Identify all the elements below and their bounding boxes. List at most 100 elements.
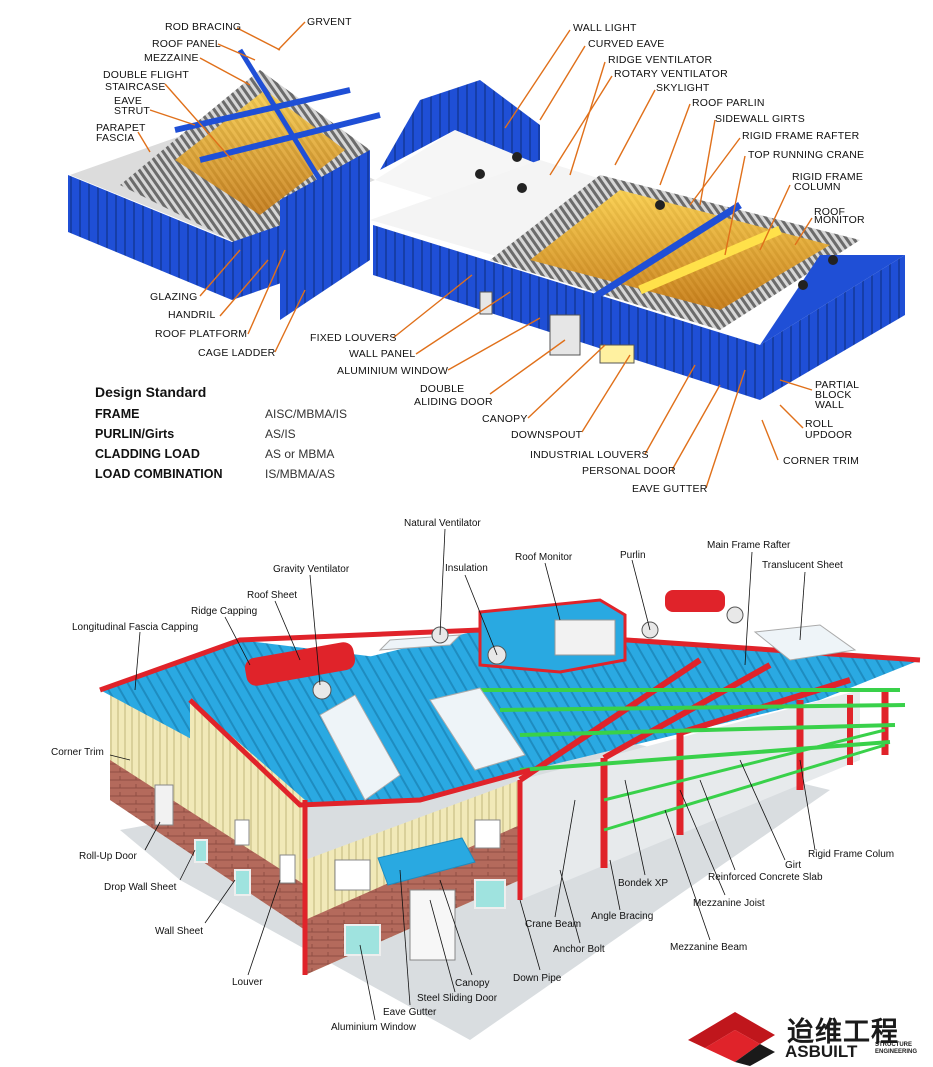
left-side-wall bbox=[232, 222, 290, 300]
window-2 bbox=[474, 879, 506, 909]
fascia-capping-trim bbox=[99, 627, 921, 693]
asbuilt-logo-mark bbox=[688, 1012, 775, 1066]
label-purlin: Purlin bbox=[620, 550, 646, 561]
double-sliding-door bbox=[549, 314, 581, 356]
label-ridge-ventilator: RIDGE VENTILATOR bbox=[608, 54, 713, 66]
label-handril: HANDRIL bbox=[168, 309, 216, 321]
label-aluminium-window: ALUMINIUM WINDOW bbox=[337, 365, 448, 377]
label-wall: WALL bbox=[815, 399, 844, 411]
label-translucent-sheet: Translucent Sheet bbox=[762, 560, 843, 571]
right-interior-glow bbox=[530, 190, 830, 310]
label-fixed-louvers: FIXED LOUVERS bbox=[310, 332, 397, 344]
window-4 bbox=[194, 839, 208, 863]
girt-1 bbox=[603, 728, 886, 802]
louver-1 bbox=[334, 859, 371, 891]
label-top-running-crane: TOP RUNNING CRANE bbox=[748, 149, 864, 161]
label-mezzanine-joist: Mezzanine Joist bbox=[693, 898, 765, 909]
roll-up-door bbox=[154, 784, 174, 826]
canopy-block bbox=[599, 344, 635, 364]
purlin-2 bbox=[499, 703, 906, 712]
right-end-wall bbox=[760, 255, 905, 400]
label-girt: Girt bbox=[785, 860, 801, 871]
label-canopy: Canopy bbox=[455, 978, 489, 989]
design-standard-value: IS/MBMA/AS bbox=[265, 467, 336, 481]
label-mezzaine: MEZZAINE bbox=[144, 52, 199, 64]
label-canopy-top: CANOPY bbox=[482, 413, 528, 425]
asbuilt-logo: 迨维工程 ASBUILT STRUCTURE ENGINEERING bbox=[685, 1010, 925, 1065]
louver-3 bbox=[279, 854, 296, 884]
top-leader-lines bbox=[137, 21, 813, 489]
label-rigid-frame-colum: Rigid Frame Colum bbox=[808, 849, 894, 860]
window-3 bbox=[234, 869, 251, 896]
label-roof-platform: ROOF PLATFORM bbox=[155, 328, 247, 340]
right-front-wall bbox=[373, 225, 760, 400]
label-roll-up-door: Roll-Up Door bbox=[79, 851, 137, 862]
label-mezzanine-beam: Mezzanine Beam bbox=[670, 942, 747, 953]
left-rafter-1 bbox=[174, 87, 351, 133]
roof-monitor-louver bbox=[554, 619, 616, 656]
label-wall-panel: WALL PANEL bbox=[349, 348, 415, 360]
ventilator-1 bbox=[475, 169, 485, 179]
purlin-4 bbox=[519, 740, 891, 772]
top-running-crane bbox=[638, 225, 782, 295]
label-wall-light: WALL LIGHT bbox=[573, 22, 637, 34]
label-natural-ventilator: Natural Ventilator bbox=[404, 518, 481, 529]
label-down-pipe: Down Pipe bbox=[513, 973, 562, 984]
girt-2 bbox=[603, 743, 886, 832]
label-sidewall-girts: SIDEWALL GIRTS bbox=[715, 113, 805, 125]
design-standard-key: LOAD COMBINATION bbox=[95, 467, 223, 481]
main-frame-rafter-1 bbox=[518, 657, 702, 783]
label-roof-panel: ROOF PANEL bbox=[152, 38, 221, 50]
label-corner-trim: Corner Trim bbox=[51, 747, 104, 758]
design-standard-key: CLADDING LOAD bbox=[95, 447, 200, 461]
label-louver: Louver bbox=[232, 977, 263, 988]
ridge-capping-vent bbox=[244, 642, 356, 686]
label-aluminium-window: Aluminium Window bbox=[331, 1022, 417, 1033]
label-eave-gutter-top: EAVE GUTTER bbox=[632, 483, 708, 495]
label-personal-door: PERSONAL DOOR bbox=[582, 465, 676, 477]
main-side-cream bbox=[190, 700, 305, 860]
label-steel-sliding-door: Steel Sliding Door bbox=[417, 993, 498, 1004]
label-aliding-door: ALIDING DOOR bbox=[414, 396, 493, 408]
label-monitor: MONITOR bbox=[814, 214, 865, 226]
design-standard-value: AS or MBMA bbox=[265, 447, 335, 461]
top-building-illustration bbox=[68, 48, 905, 400]
louver-4 bbox=[234, 819, 250, 846]
label-staircase: STAIRCASE bbox=[105, 81, 166, 93]
label-longitudinal-fascia-capping: Longitudinal Fascia Capping bbox=[72, 622, 198, 633]
label-rotary-ventilator: ROTARY VENTILATOR bbox=[614, 68, 728, 80]
design-standard-key: FRAME bbox=[95, 407, 140, 421]
label-grvent: GRVENT bbox=[307, 16, 352, 28]
design-standard-row: CLADDING LOAD AS or MBMA bbox=[95, 444, 395, 464]
ridge-capping-vent-2 bbox=[665, 590, 725, 612]
label-double: DOUBLE bbox=[420, 383, 464, 395]
label-skylight: SKYLIGHT bbox=[656, 82, 710, 94]
design-standard-row: FRAME AISC/MBMA/IS bbox=[95, 404, 395, 424]
window-1 bbox=[344, 924, 381, 956]
ventilator-6 bbox=[655, 200, 665, 210]
logo-subtitle-line-1: STRUCTURE bbox=[875, 1042, 912, 1048]
label-downspout: DOWNSPOUT bbox=[511, 429, 583, 441]
translucent-sheet-1 bbox=[319, 694, 401, 801]
bottom-building-illustration bbox=[99, 590, 921, 1040]
logo-english-text: ASBUILT bbox=[785, 1042, 858, 1061]
eave-gutter-trim bbox=[188, 698, 531, 808]
label-fascia: FASCIA bbox=[96, 132, 135, 144]
label-eave-gutter: Eave Gutter bbox=[383, 1007, 437, 1018]
label-rod-bracing: ROD BRACING bbox=[165, 21, 241, 33]
label-reinforced-concrete-slab: Reinforced Concrete Slab bbox=[708, 872, 823, 883]
label-double-flight: DOUBLE FLIGHT bbox=[103, 69, 189, 81]
ventilator-5 bbox=[828, 255, 838, 265]
top-labels: ROD BRACING GRVENT ROOF PANEL MEZZAINE D… bbox=[96, 16, 865, 495]
design-standard-key: PURLIN/Girts bbox=[95, 427, 175, 441]
tall-blue-wall bbox=[280, 150, 370, 320]
design-standard-title: Design Standard bbox=[95, 384, 207, 400]
right-rafter-1 bbox=[588, 202, 742, 303]
logo-chinese-text: 迨维工程 bbox=[787, 1017, 899, 1048]
left-rafter-3 bbox=[237, 48, 323, 182]
label-bondek-xp: Bondek XP bbox=[618, 878, 668, 889]
translucent-sheet-2 bbox=[429, 687, 526, 771]
design-standard-table: Design Standard FRAME AISC/MBMA/IS PURLI… bbox=[95, 384, 395, 484]
label-wall-sheet: Wall Sheet bbox=[155, 926, 203, 937]
label-glazing: GLAZING bbox=[150, 291, 198, 303]
